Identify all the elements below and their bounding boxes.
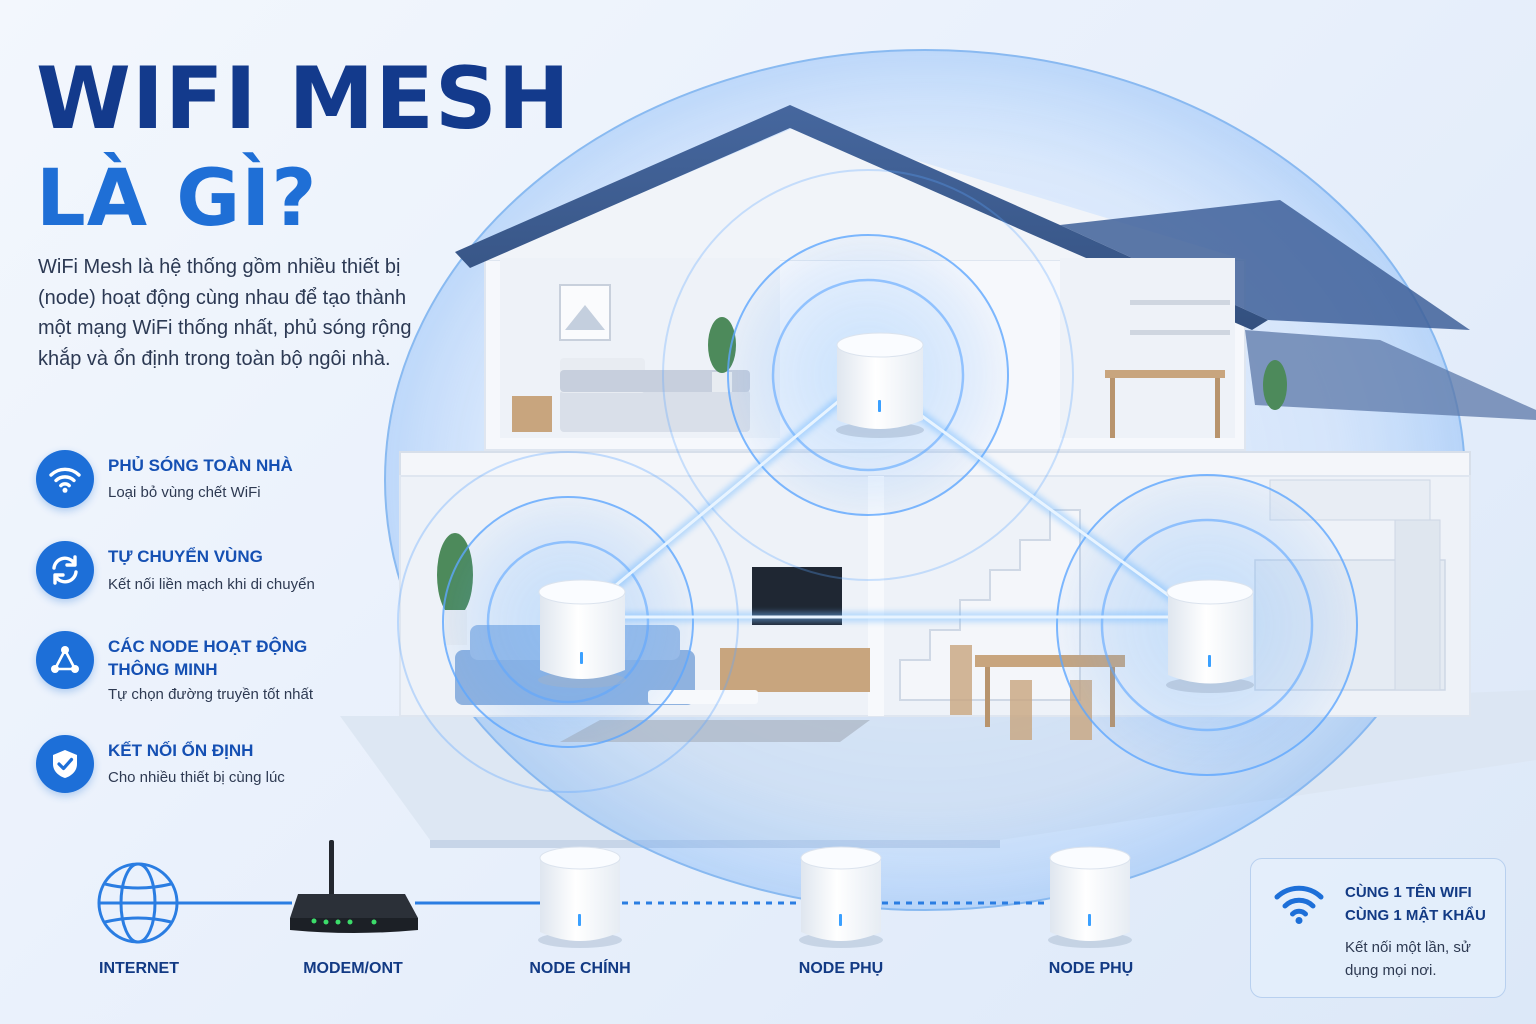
shield-check-icon [36,735,94,793]
page-title-line1: WIFI MESH [36,49,571,149]
mesh-node-right [1166,579,1254,693]
mesh-node-left [538,579,626,688]
label-internet: INTERNET [99,960,179,977]
feature-coverage: PHỦ SÓNG TOÀN NHÀ Loại bỏ vùng chết WiFi [36,450,356,510]
feature-title: TỰ CHUYỂN VÙNG [108,547,263,566]
info-card-subtitle: Kết nối một lần, sử dụng mọi nơi. [1345,939,1471,979]
refresh-icon [36,541,94,599]
staircase [899,509,1081,701]
page-title-line2: LÀ GÌ? [36,154,318,244]
mesh-link-lines [606,395,1178,622]
feature-title: CÁC NODE HOẠT ĐỘNG THÔNG MINH [108,637,308,679]
tv-stand [720,648,870,692]
feature-subtitle: Cho nhiều thiết bị cùng lúc [108,769,285,786]
globe-icon [97,862,179,944]
node-sub1-icon [799,846,883,948]
feature-subtitle: Kết nối liền mạch khi di chuyển [108,576,315,593]
label-sub-node-2: NODE PHỤ [1048,960,1134,977]
roof [455,105,1268,330]
label-sub-node-1: NODE PHỤ [798,960,884,977]
feature-roaming: TỰ CHUYỂN VÙNG Kết nối liền mạch khi di … [36,541,356,601]
feature-title: KẾT NỐI ỔN ĐỊNH [108,741,254,760]
feature-title: PHỦ SÓNG TOÀN NHÀ [108,456,293,475]
network-triangle-icon [36,631,94,689]
bed [560,390,750,432]
feature-smart-nodes: CÁC NODE HOẠT ĐỘNG THÔNG MINH Tự chọn đư… [36,631,356,711]
mesh-node-upper [836,332,924,438]
coffee-table [648,690,758,704]
wifi-icon [36,450,94,508]
info-card-title: CÙNG 1 TÊN WIFI CÙNG 1 MẬT KHẨU [1345,884,1486,924]
label-main-node: NODE CHÍNH [529,960,631,977]
desk [1105,370,1225,378]
feature-subtitle: Tự chọn đường truyền tốt nhất [108,686,314,703]
node-sub2-icon [1048,846,1132,948]
nightstand [512,396,552,432]
description-text: WiFi Mesh là hệ thống gồm nhiều thiết bị… [38,256,412,370]
feature-subtitle: Loại bỏ vùng chết WiFi [108,484,261,501]
node-main-icon [538,846,622,948]
feature-stable: KẾT NỐI ỔN ĐỊNH Cho nhiều thiết bị cùng … [36,735,356,795]
wifi-icon [1273,881,1325,930]
info-card: CÙNG 1 TÊN WIFI CÙNG 1 MẬT KHẨU Kết nối … [1250,858,1506,998]
label-modem: MODEM/ONT [303,960,403,977]
router-icon [290,840,418,933]
